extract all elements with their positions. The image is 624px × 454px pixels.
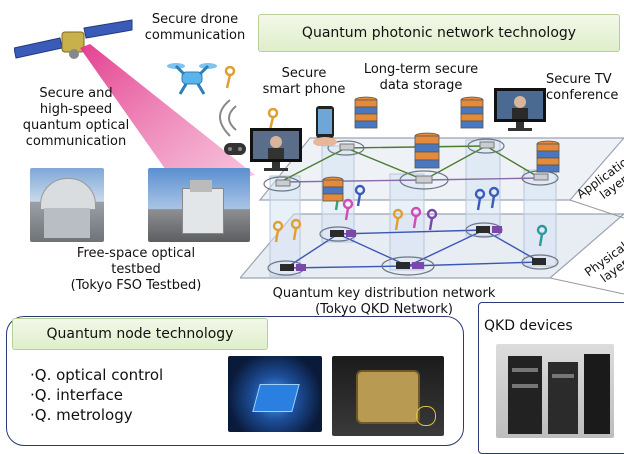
storage-icon <box>354 96 378 129</box>
storage-icon <box>460 96 484 129</box>
qkd-devices-photo <box>496 344 614 438</box>
label-long-term-storage: Long-term secure data storage <box>363 62 479 93</box>
label-satellite-communication: Secure and high-speed quantum optical co… <box>22 86 130 149</box>
label-secure-drone: Secure drone communication <box>144 12 246 43</box>
storage-icon <box>414 132 440 169</box>
node-item: ·Q. interface <box>30 386 124 404</box>
observatory-photo <box>30 168 104 242</box>
key-icon <box>267 108 279 131</box>
drone-icon <box>167 63 217 95</box>
label-secure-tv: Secure TV conference <box>546 72 619 103</box>
key-icon <box>224 66 236 89</box>
optical-beam <box>80 44 255 190</box>
satellite-icon <box>14 19 133 59</box>
tv-monitor-icon <box>250 128 302 171</box>
controller-icon <box>224 143 246 155</box>
banner-node-technology: Quantum node technology <box>12 318 268 350</box>
quantum-device-photo <box>332 356 444 436</box>
smartphone-icon <box>313 106 337 146</box>
label-qkd-network: Quantum key distribution network (Tokyo … <box>272 286 496 317</box>
label-secure-smartphone: Secure smart phone <box>262 66 346 97</box>
node-item: ·Q. metrology <box>30 406 133 424</box>
layer-planes <box>240 137 624 295</box>
wireless-waves-icon <box>219 99 237 137</box>
quantum-chip-photo <box>228 356 322 432</box>
node-item: ·Q. optical control <box>30 366 164 384</box>
storage-icon <box>322 176 344 202</box>
tv-monitor-icon <box>494 88 546 131</box>
storage-icon <box>536 140 560 173</box>
banner-photonic-network: Quantum photonic network technology <box>258 14 620 52</box>
label-qkd-devices: QKD devices <box>484 318 573 334</box>
label-fso-testbed: Free-space optical testbed (Tokyo FSO Te… <box>70 246 202 293</box>
rooftop-photo <box>148 168 250 242</box>
